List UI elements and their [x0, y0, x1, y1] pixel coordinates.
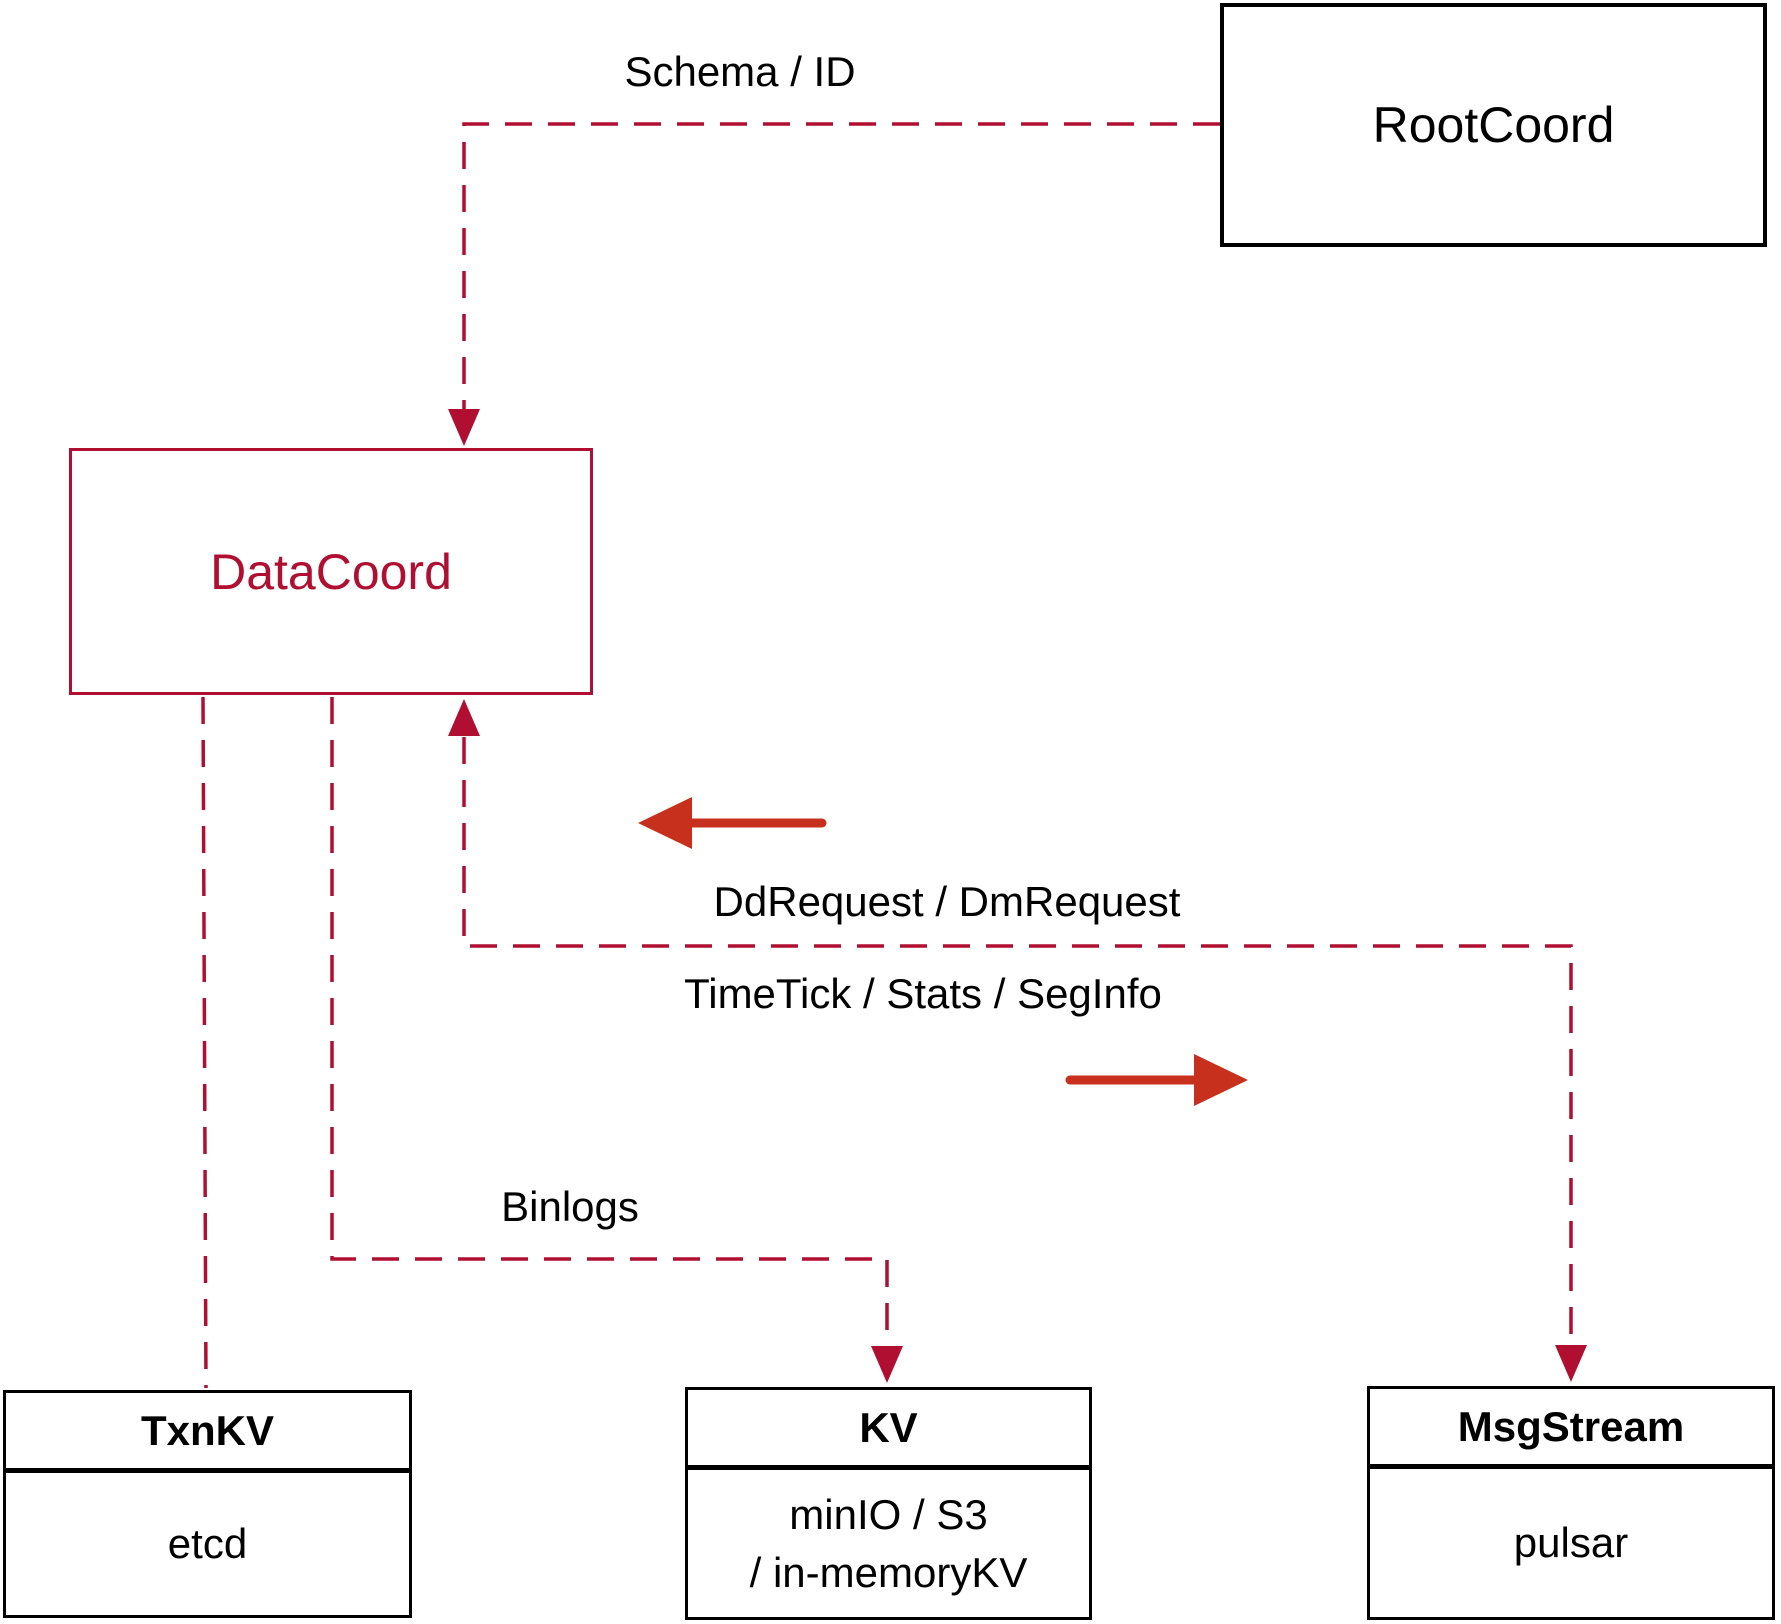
txnkv-body-text: etcd [167, 1520, 248, 1567]
node-txnkv: TxnKV etcd [3, 1390, 412, 1618]
node-kv: KV minIO / S3 / in-memoryKV [685, 1387, 1092, 1620]
msgstream-title: MsgStream [1370, 1389, 1772, 1469]
txnkv-title: TxnKV [6, 1393, 409, 1473]
node-msgstream: MsgStream pulsar [1367, 1386, 1775, 1620]
arrowhead-datacoord-bottom [448, 699, 480, 736]
edge-datacoord-to-txnkv [201, 696, 208, 1389]
kv-title: KV [688, 1390, 1089, 1470]
arrowhead-kv-top [871, 1346, 903, 1383]
edge-label-timetick: TimeTick / Stats / SegInfo [684, 970, 1162, 1017]
arrowhead-datacoord-top [448, 409, 480, 446]
direction-arrow-left-head [638, 797, 692, 849]
node-rootcoord: RootCoord [1220, 3, 1767, 247]
msgstream-body-text: pulsar [1513, 1519, 1629, 1566]
kv-body-line2: / in-memoryKV [749, 1548, 1028, 1596]
edge-label-ddrequest: DdRequest / DmRequest [713, 878, 1181, 925]
kv-body: minIO / S3 / in-memoryKV [688, 1470, 1089, 1617]
msgstream-body: pulsar [1370, 1469, 1772, 1617]
txnkv-body: etcd [6, 1473, 409, 1615]
kv-body-line1: minIO / S3 [789, 1490, 988, 1538]
edge-datacoord-to-kv [330, 697, 889, 1346]
edge-label-schema-id: Schema / ID [624, 48, 856, 95]
arrowhead-msgstream-top [1555, 1345, 1587, 1382]
node-datacoord: DataCoord [69, 448, 593, 695]
edge-rootcoord-to-datacoord [462, 122, 1220, 410]
edge-label-binlogs: Binlogs [501, 1183, 639, 1230]
datacoord-label: DataCoord [210, 543, 452, 600]
rootcoord-label: RootCoord [1372, 97, 1615, 153]
edge-msgstream-datacoord [462, 737, 1573, 1345]
direction-arrow-right-head [1194, 1054, 1248, 1106]
